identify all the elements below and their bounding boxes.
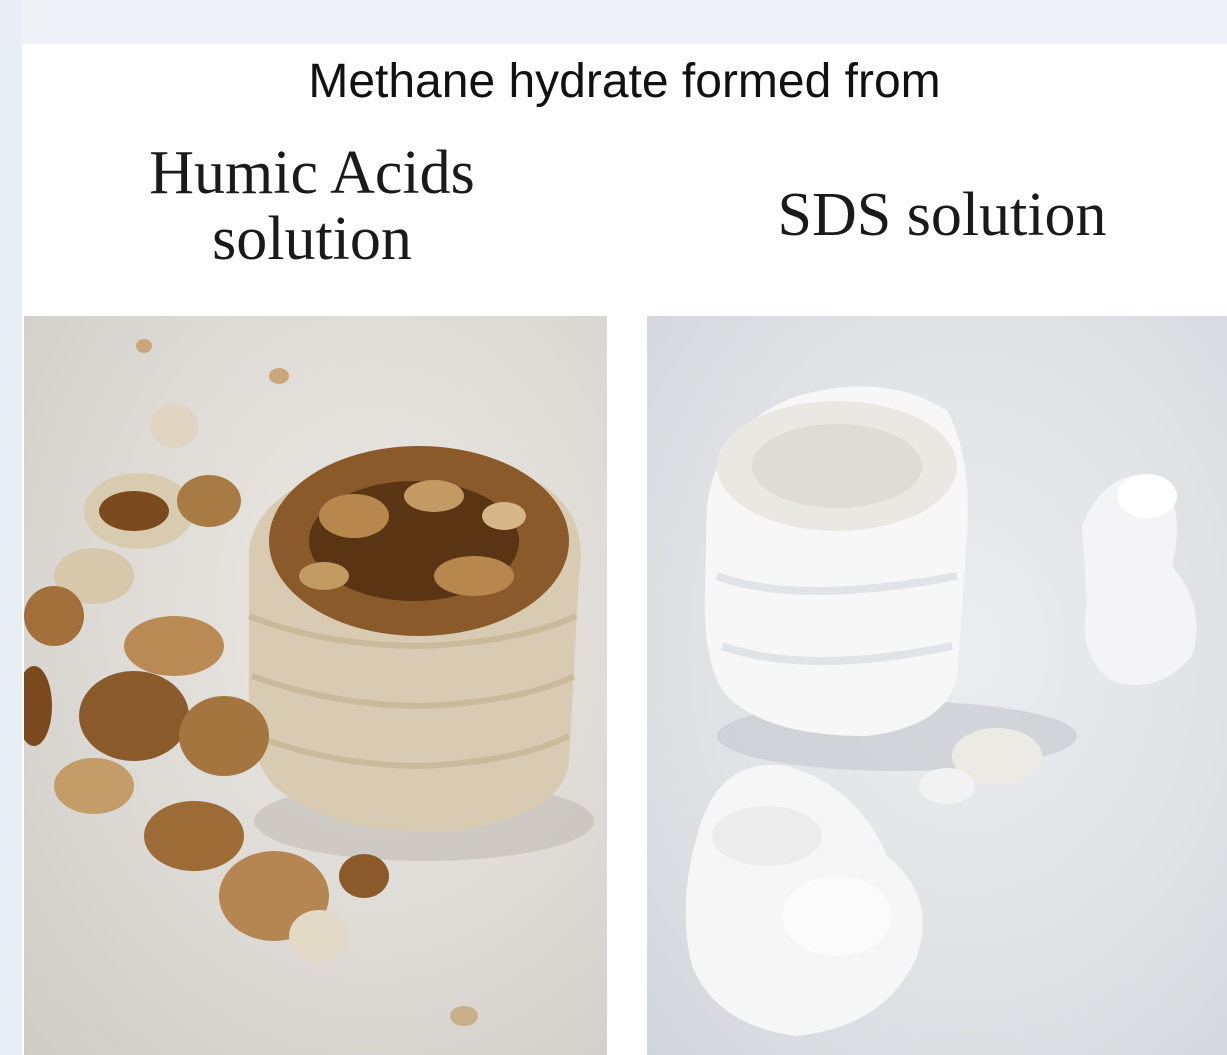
sds-label: SDS solution: [777, 181, 1107, 249]
humic-acids-label-line2: solution: [212, 205, 412, 273]
humic-acids-hydrate-photo: [24, 316, 607, 1055]
figure-panel: Methane hydrate formed from Humic Acids …: [22, 44, 1227, 1055]
frame-top: [0, 0, 1227, 44]
sds-hydrate-illustration: [685, 386, 1197, 1036]
sds-hydrate-photo: [647, 316, 1227, 1055]
humic-acids-label: Humic Acids solution: [92, 140, 532, 272]
frame-left: [0, 0, 22, 1055]
humic-acids-hydrate-illustration: [24, 339, 594, 1026]
humic-acids-label-line1: Humic Acids: [149, 139, 475, 207]
figure-title: Methane hydrate formed from: [308, 55, 941, 108]
